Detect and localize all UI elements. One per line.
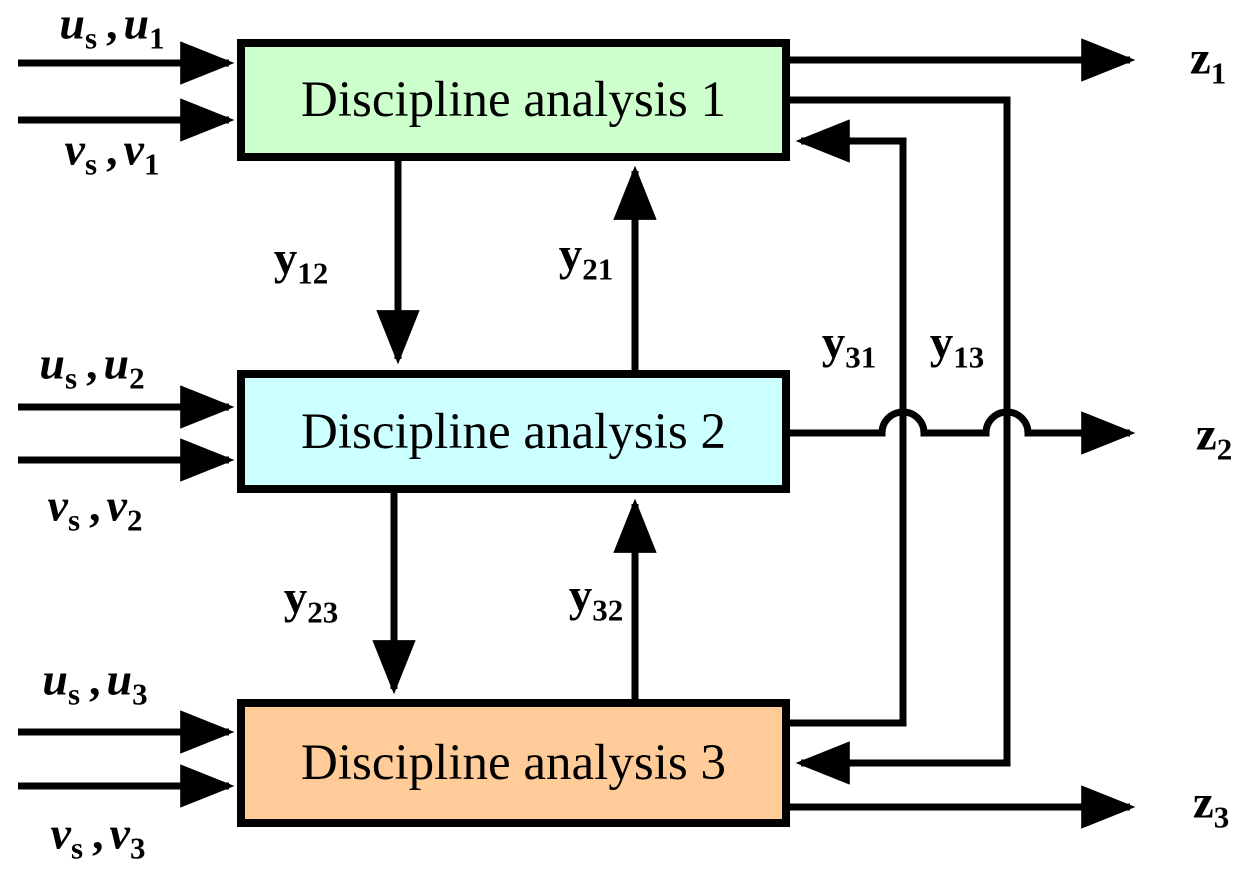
label-input-us-u2: us,u2	[39, 337, 145, 396]
var-main: u	[123, 0, 150, 49]
label-input-us-u3: us,u3	[42, 653, 148, 712]
var-sub: 1	[149, 20, 165, 56]
var-main: u	[42, 653, 68, 705]
label-input-vs-v3: vs,v3	[50, 807, 146, 866]
var-main: y	[929, 316, 954, 369]
var-sub: s	[70, 830, 84, 866]
var-sub: s	[67, 676, 81, 712]
var-main: v	[64, 123, 85, 175]
var-sub: 3	[1213, 799, 1230, 835]
var-main: y	[283, 571, 308, 624]
var-main: v	[109, 807, 130, 859]
coupling-arrow-y31	[788, 119, 907, 727]
var-main: u	[39, 337, 65, 389]
var-main: y	[568, 569, 593, 622]
separator: ,	[89, 653, 101, 705]
var-sub: s	[84, 146, 98, 182]
output-arrow-z2	[788, 408, 1136, 455]
label-input-us-u1: us,u1	[59, 0, 165, 56]
var-main: u	[106, 653, 133, 705]
var-main: y	[558, 228, 583, 281]
coupling-arrow-y13	[788, 96, 1011, 785]
label-y13: y13	[929, 316, 985, 375]
var-main: y	[273, 232, 298, 285]
label-input-vs-v1: vs,v1	[64, 123, 160, 182]
var-sub: 1	[143, 146, 160, 182]
label-z3: z3	[1192, 776, 1230, 835]
var-sub: 31	[845, 339, 877, 375]
var-main: z	[1189, 32, 1211, 85]
var-sub: 2	[1216, 431, 1233, 467]
label-input-vs-v2: vs,v2	[47, 479, 143, 538]
separator: ,	[86, 337, 98, 389]
label-y23: y23	[283, 571, 339, 630]
discipline-box-2-label: Discipline analysis 2	[301, 403, 726, 460]
label-z1: z1	[1189, 32, 1227, 91]
separator: ,	[106, 123, 118, 175]
label-y12: y12	[273, 232, 329, 291]
discipline-box-1-label: Discipline analysis 1	[301, 72, 726, 128]
var-main: u	[103, 337, 130, 389]
var-main: v	[47, 479, 68, 531]
var-sub: s	[84, 20, 98, 56]
var-main: v	[106, 479, 127, 531]
label-y21: y21	[558, 228, 614, 287]
var-main: y	[821, 316, 846, 369]
var-main: u	[59, 0, 85, 49]
var-sub: 23	[307, 594, 339, 630]
separator: ,	[92, 807, 104, 859]
separator: ,	[106, 0, 118, 49]
label-y31: y31	[821, 316, 877, 375]
var-sub: 1	[1210, 55, 1227, 91]
label-z2: z2	[1195, 408, 1233, 467]
var-sub: 3	[132, 676, 148, 712]
var-main: v	[123, 123, 144, 175]
var-main: z	[1192, 776, 1214, 829]
var-sub: 12	[297, 255, 329, 291]
var-sub: 2	[129, 360, 145, 396]
var-main: z	[1195, 408, 1217, 461]
var-sub: s	[67, 502, 81, 538]
discipline-box-3: Discipline analysis 3	[237, 699, 790, 827]
var-sub: 32	[592, 592, 624, 628]
discipline-box-3-label: Discipline analysis 3	[301, 735, 726, 791]
var-sub: 21	[582, 251, 614, 287]
discipline-box-2: Discipline analysis 2	[237, 370, 790, 493]
var-sub: s	[64, 360, 78, 396]
separator: ,	[89, 479, 101, 531]
var-sub: 13	[953, 339, 985, 375]
var-main: v	[50, 807, 71, 859]
label-y32: y32	[568, 569, 624, 628]
discipline-box-1: Discipline analysis 1	[237, 39, 790, 161]
var-sub: 3	[129, 830, 146, 866]
var-sub: 2	[126, 502, 143, 538]
